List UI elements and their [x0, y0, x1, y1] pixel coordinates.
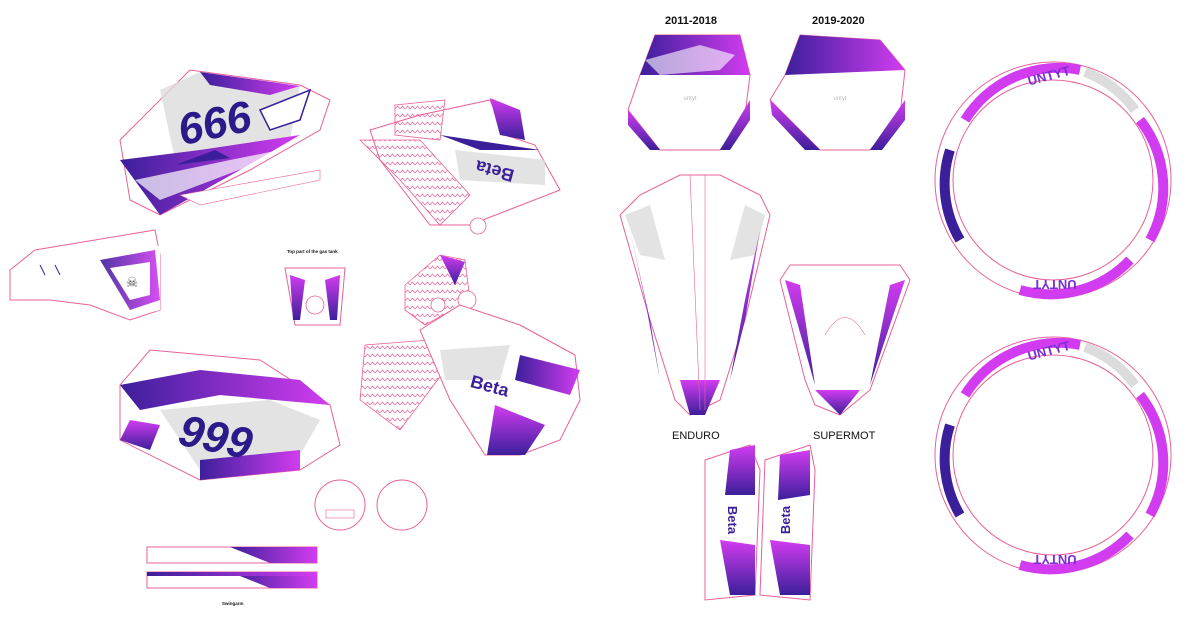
- rim-text-bottom-2: UNTYT: [1033, 552, 1076, 567]
- gas-tank-note: Top part of the gas tank: [287, 249, 338, 254]
- gas-tank-top: [284, 267, 346, 326]
- radiator-shroud-top: [119, 69, 331, 216]
- variant-label-enduro: ENDURO: [672, 430, 720, 442]
- side-panel-bottom-inner: [359, 254, 477, 431]
- svg-text:untyt: untyt: [683, 96, 696, 102]
- swingarm-strips: [146, 546, 318, 589]
- radiator-shroud-bottom: [119, 349, 341, 481]
- front-number-plate: ☠: [9, 229, 161, 321]
- side-panel-bottom: [419, 304, 581, 456]
- swingarm-note: Swingarm: [222, 601, 244, 606]
- front-fender-enduro: [619, 174, 771, 416]
- side-panel-top: [359, 98, 561, 235]
- rim-sticker-bottom: [934, 336, 1172, 575]
- brand-text-fork-left: Beta: [725, 506, 740, 535]
- front-fender-supermot: [779, 264, 911, 416]
- front-plate-2011-2018: untyt: [627, 34, 751, 151]
- brand-text-fork-right: Beta: [778, 505, 793, 534]
- year-label-2011-2018: 2011-2018: [665, 15, 717, 27]
- svg-text:untyt: untyt: [833, 96, 846, 102]
- variant-label-supermot: SUPERMOT: [813, 430, 876, 442]
- year-label-2019-2020: 2019-2020: [812, 15, 865, 27]
- svg-text:☠: ☠: [126, 274, 139, 290]
- rim-sticker-top: [934, 61, 1172, 300]
- rim-text-top-2: UNTYT: [1033, 277, 1076, 292]
- fork-guards: [704, 444, 816, 601]
- fork-guard-discs: [314, 479, 428, 531]
- front-plate-2019-2020: untyt: [769, 34, 906, 151]
